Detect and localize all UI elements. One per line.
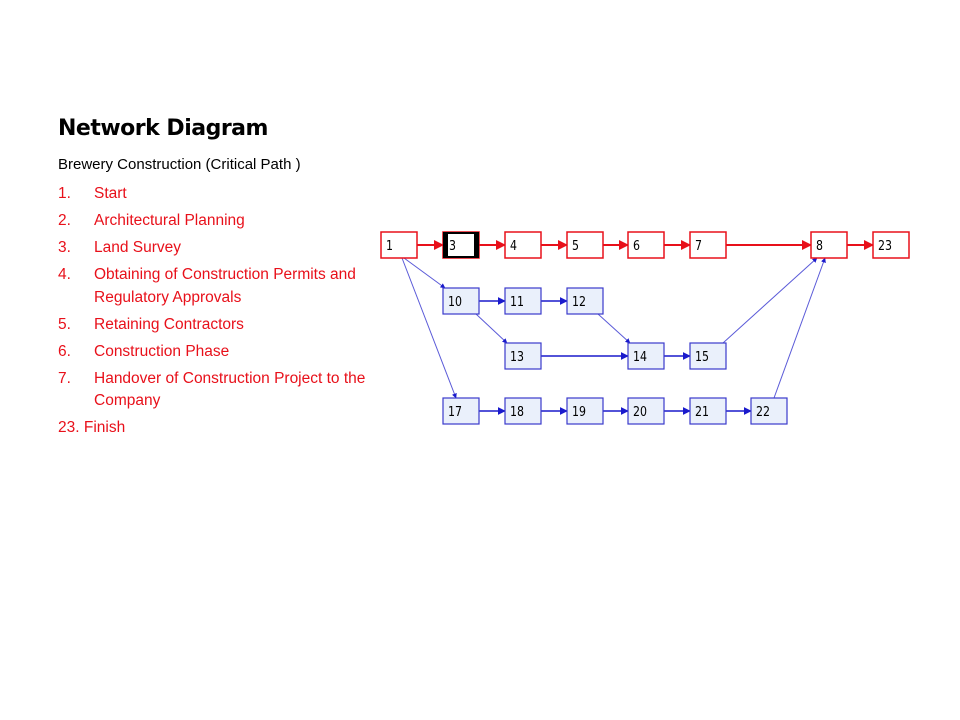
node-14[interactable]: 14 [627,342,665,370]
node-15[interactable]: 15 [689,342,727,370]
node-1[interactable]: 1 [380,231,418,259]
node-label: 8 [816,239,823,254]
list-text: Construction Phase [94,342,230,360]
node-6[interactable]: 6 [627,231,665,259]
edge-1-to-10 [403,257,446,289]
list-item-land-survey: 3. Land Survey [58,237,368,260]
list-item-start: 1. Start [58,183,368,206]
node-19[interactable]: 19 [566,397,604,425]
slide-title: Network Diagram [58,116,268,141]
node-label: 5 [572,239,579,254]
node-box [627,342,665,370]
node-label: 10 [448,295,462,310]
node-label: 17 [448,405,462,420]
list-text: Obtaining of Construction Permits and Re… [94,266,356,306]
activity-list: 1. Start 2. Architectural Planning 3. Land … [58,183,368,444]
list-number: 3. [58,239,71,256]
edge-22-to-8 [773,257,826,399]
edge-12-to-14 [597,313,631,344]
node-box [504,287,542,315]
node-label: 18 [510,405,524,420]
list-number: 6. [58,342,71,360]
node-label: 1 [386,239,393,254]
slide-subtitle: Brewery Construction (Critical Path ) [58,156,301,173]
node-label: 7 [695,239,702,254]
node-box [380,231,418,259]
node-box [504,342,542,370]
node-box [504,231,542,259]
node-box [442,287,480,315]
node-label: 6 [633,239,640,254]
node-box [627,231,665,259]
node-box [504,397,542,425]
node-5[interactable]: 5 [566,231,604,259]
node-7[interactable]: 7 [689,231,727,259]
node-label: 19 [572,405,586,420]
list-item-permits: 4. Obtaining of Construction Permits and … [58,264,368,309]
node-10[interactable]: 10 [442,287,480,315]
node-18[interactable]: 18 [504,397,542,425]
list-item-retaining-contractors: 5. Retaining Contractors [58,314,368,337]
node-label: 12 [572,295,586,310]
list-item-handover: 7. Handover of Construction Project to th… [58,368,368,413]
list-text: Handover of Construction Project to the … [94,369,366,410]
node-box [689,342,727,370]
list-text: Architectural Planning [94,212,245,229]
node-box [689,397,727,425]
node-box [566,397,604,425]
list-number: 7. [58,369,71,387]
node-23[interactable]: 23 [872,231,910,259]
node-22[interactable]: 22 [750,397,788,425]
list-number: 1. [58,185,71,202]
node-13[interactable]: 13 [504,342,542,370]
node-label: 4 [510,239,517,254]
list-text: 23. Finish [58,419,126,436]
node-box [442,397,480,425]
node-label: 13 [510,350,524,365]
selection-handle[interactable] [444,233,448,257]
node-12[interactable]: 12 [566,287,604,315]
node-label: 11 [510,295,524,310]
list-item-construction-phase: 6. Construction Phase [58,341,368,364]
list-text: Start [94,185,127,202]
node-box [810,231,848,259]
node-label: 15 [695,350,709,365]
node-20[interactable]: 20 [627,397,665,425]
node-box [627,397,665,425]
node-box [566,231,604,259]
list-number: 4. [58,266,71,283]
list-item-architectural-planning: 2. Architectural Planning [58,210,368,233]
node-17[interactable]: 17 [442,397,480,425]
node-label: 20 [633,405,647,420]
node-label: 21 [695,405,709,420]
node-11[interactable]: 11 [504,287,542,315]
list-number: 2. [58,212,71,229]
node-label: 23 [878,239,892,254]
node-box [872,231,910,259]
node-box [750,397,788,425]
edges-layer [401,240,874,415]
node-label: 22 [756,405,770,420]
selection-handle[interactable] [474,233,478,257]
node-label: 14 [633,350,647,365]
edge-1-to-17 [401,257,457,399]
node-box [689,231,727,259]
node-4[interactable]: 4 [504,231,542,259]
node-8[interactable]: 8 [810,231,848,259]
edge-15-to-8 [722,257,818,344]
list-item-finish: 23. Finish [58,417,368,440]
list-text: Retaining Contractors [94,315,244,333]
node-label: 3 [449,239,456,254]
edge-10-to-13 [475,313,508,344]
list-text: Land Survey [94,239,182,256]
node-21[interactable]: 21 [689,397,727,425]
list-number: 5. [58,315,71,333]
node-box [566,287,604,315]
node-3[interactable]: 3 [442,231,480,259]
